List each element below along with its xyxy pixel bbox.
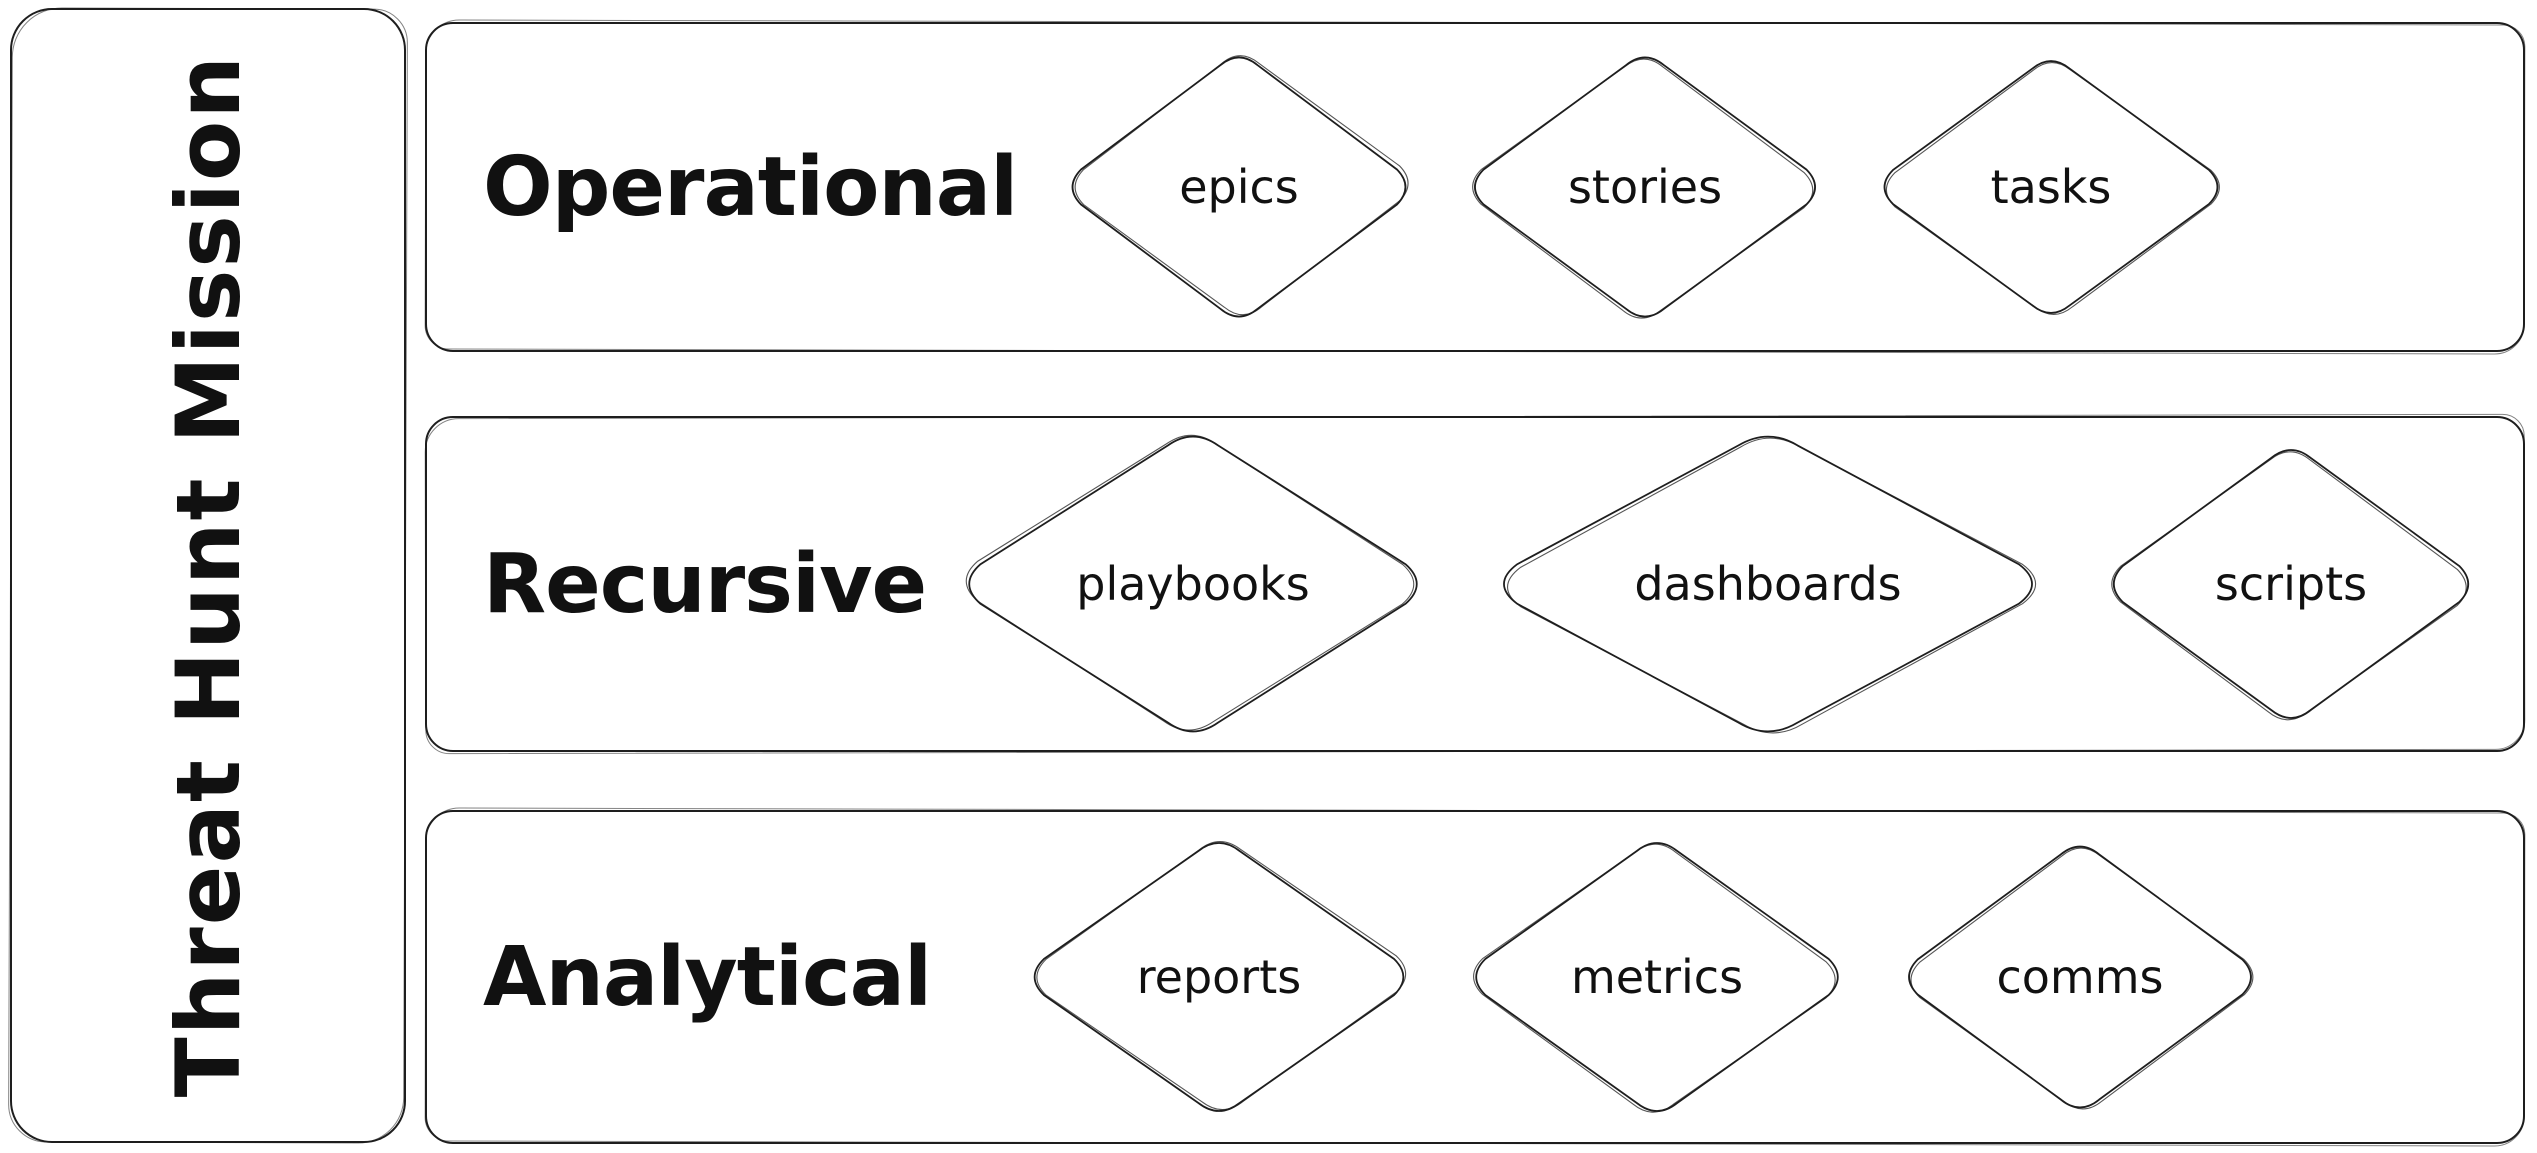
diamond-dashboards[interactable]: dashboards	[1473, 419, 2063, 749]
diamond-reports[interactable]: reports	[1013, 827, 1425, 1127]
diamond-shape-icon	[943, 419, 1443, 749]
row-recursive-label: Recursive	[483, 536, 927, 632]
diamond-playbooks[interactable]: playbooks	[943, 419, 1443, 749]
row-analytical-items: reports metrics comms	[1013, 827, 2271, 1127]
diamond-shape-icon	[2093, 434, 2489, 734]
diamond-stories-label: stories	[1567, 160, 1723, 214]
diamond-shape-icon	[1473, 419, 2063, 749]
diamond-reports-label: reports	[1136, 950, 1302, 1004]
diamond-shape-icon	[1053, 42, 1425, 332]
mission-title: Threat Hunt Mission	[156, 53, 260, 1098]
row-operational[interactable]: Operational epics stories	[425, 22, 2525, 352]
diamond-metrics-label: metrics	[1570, 950, 1744, 1004]
diamond-shape-icon	[1455, 827, 1859, 1127]
diamond-stories[interactable]: stories	[1455, 42, 1835, 332]
diamond-scripts[interactable]: scripts	[2093, 434, 2489, 734]
row-recursive[interactable]: Recursive playbooks dashboards	[425, 416, 2525, 752]
diamond-shape-icon	[1013, 827, 1425, 1127]
diamond-epics-label: epics	[1179, 160, 1299, 214]
diamond-playbooks-label: playbooks	[1076, 557, 1310, 611]
row-operational-items: epics stories tasks	[1053, 42, 2237, 332]
diamond-shape-icon	[1865, 46, 2237, 328]
diamond-tasks-label: tasks	[1990, 160, 2112, 214]
row-analytical-label: Analytical	[483, 929, 932, 1025]
diamond-metrics[interactable]: metrics	[1455, 827, 1859, 1127]
diamond-tasks[interactable]: tasks	[1865, 46, 2237, 328]
diamond-scripts-label: scripts	[2214, 557, 2368, 611]
diamond-comms[interactable]: comms	[1889, 831, 2271, 1123]
diamond-epics[interactable]: epics	[1053, 42, 1425, 332]
mission-panel[interactable]: Threat Hunt Mission	[10, 8, 406, 1143]
diamond-comms-label: comms	[1996, 950, 2164, 1004]
row-recursive-items: playbooks dashboards scripts	[943, 419, 2489, 749]
row-operational-label: Operational	[483, 139, 1018, 235]
diamond-shape-icon	[1889, 831, 2271, 1123]
row-analytical[interactable]: Analytical reports metrics	[425, 810, 2525, 1144]
diamond-dashboards-label: dashboards	[1634, 557, 1902, 611]
diamond-shape-icon	[1455, 42, 1835, 332]
